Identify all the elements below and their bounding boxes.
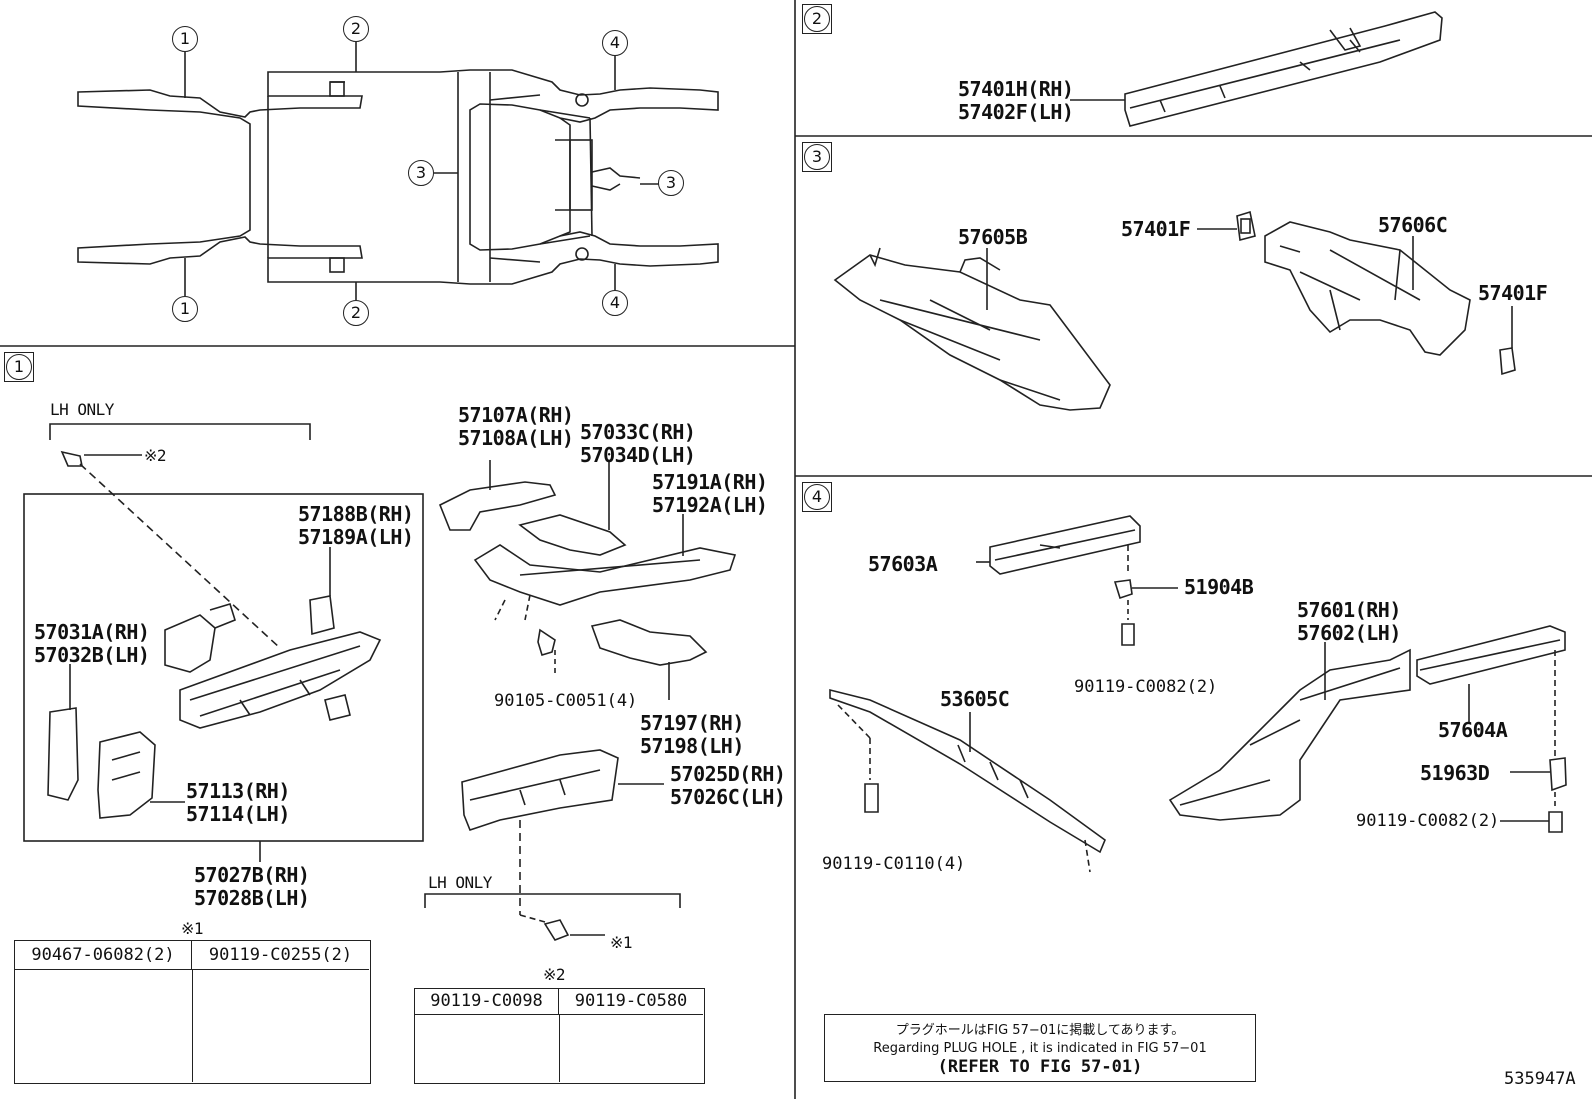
label-57028B-lh: 57028B(LH) [194,886,310,910]
label-57113-rh: 57113(RH) [186,779,290,803]
label-57025D-rh: 57025D(RH) [670,762,786,786]
note-line-refer: (REFER TO FIG 57-01) [937,1057,1143,1077]
label-57401H-rh: 57401H(RH) [958,77,1074,101]
label-57605B: 57605B [958,225,1028,249]
label-90119-C0082-b: 90119-C0082(2) [1356,811,1500,831]
label-lh-only-top: LH ONLY [50,400,114,419]
table1-mark: ※1 [181,919,204,938]
label-57402F-lh: 57402F(LH) [958,100,1074,124]
label-90105-C0051: 90105-C0051(4) [494,691,638,711]
overview-callout-1-bottom: 1 [172,296,198,322]
label-ref1-bolt: ※1 [610,933,633,952]
table2-col2-header: 90119-C0580 [559,989,703,1015]
label-57108A-lh: 57108A(LH) [458,426,574,450]
rail-57401H [1070,11,1443,127]
label-57031A-rh: 57031A(RH) [34,620,150,644]
label-57027B-rh: 57027B(RH) [194,863,310,887]
label-57033C-rh: 57033C(RH) [580,420,696,444]
label-57114-lh: 57114(LH) [186,802,290,826]
plug-hole-note: プラグホールはFIG 57−01に掲載してあります。 Regarding PLU… [824,1014,1256,1082]
fastener-table-1: 90467-06082(2) 90119-C0255(2) [14,940,371,1084]
overview-callout-3-right: 3 [658,170,684,196]
label-57107A-rh: 57107A(RH) [458,403,574,427]
part-53605C [829,688,1106,873]
label-53605C: 53605C [940,687,1010,711]
part-57601 [1168,642,1411,821]
lh-only-bracket-bottom [424,893,681,908]
section-1-marker: 1 [4,352,34,382]
label-57191A-rh: 57191A(RH) [652,470,768,494]
part-57191A [473,514,737,675]
overview-callout-1-top: 1 [172,26,198,52]
part-57033C [518,462,627,556]
part-57188B [309,547,335,636]
section1-group-box [23,423,424,842]
part-57031A [69,603,382,729]
label-57401F-b: 57401F [1478,281,1548,305]
label-57034D-lh: 57034D(LH) [580,443,696,467]
note-line-english: Regarding PLUG HOLE , it is indicated in… [873,1041,1207,1056]
label-57192A-lh: 57192A(LH) [652,493,768,517]
part-57603A [976,515,1141,575]
part-57025D [461,749,664,941]
label-57401F-a: 57401F [1121,217,1191,241]
overview-callout-2-top: 2 [343,16,369,42]
overview-callout-4-bottom: 4 [602,290,628,316]
section-4-marker: 4 [802,482,832,512]
label-57197-rh: 57197(RH) [640,711,744,735]
fastener-table-2: 90119-C0098 90119-C0580 [414,988,705,1084]
table1-col2-header: 90119-C0255(2) [192,941,369,970]
label-57604A: 57604A [1438,718,1508,742]
table1-divider [192,970,193,1082]
table1-col1-header: 90467-06082(2) [15,941,192,970]
part-57401F-a [1197,210,1256,242]
part-51963D [1500,757,1567,833]
label-51963D: 51963D [1420,761,1490,785]
label-57032B-lh: 57032B(LH) [34,643,150,667]
part-57606C [1264,221,1471,356]
part-57113 [47,707,185,819]
label-57189A-lh: 57189A(LH) [298,525,414,549]
label-ref2-top: ※2 [144,446,167,465]
label-57026C-lh: 57026C(LH) [670,785,786,809]
table2-mark: ※2 [543,965,566,984]
label-lh-only-bottom: LH ONLY [428,873,492,892]
note-line-japanese: プラグホールはFIG 57−01に掲載してあります。 [895,1023,1185,1038]
part-57401F-b [1499,306,1516,376]
part-57605B [833,247,1111,411]
label-51904B: 51904B [1184,575,1254,599]
part-51904B [1113,579,1178,646]
part-57604A [1416,625,1566,760]
label-57601-rh: 57601(RH) [1297,598,1401,622]
overview-callout-4-top: 4 [602,30,628,56]
part-57107A [438,460,557,531]
frame-overview [77,42,719,300]
label-57198-lh: 57198(LH) [640,734,744,758]
label-90119-C0082-a: 90119-C0082(2) [1074,677,1218,697]
label-57602-lh: 57602(LH) [1297,621,1401,645]
figure-id: 535947A [1504,1069,1576,1089]
overview-callout-3-left: 3 [408,160,434,186]
label-90119-C0110: 90119-C0110(4) [822,854,966,874]
section-2-marker: 2 [802,4,832,34]
table2-col1-header: 90119-C0098 [415,989,559,1015]
section-3-marker: 3 [802,142,832,172]
table2-divider [559,1015,560,1082]
label-57606C: 57606C [1378,213,1448,237]
overview-callout-2-bottom: 2 [343,300,369,326]
label-57188B-rh: 57188B(RH) [298,502,414,526]
label-57603A: 57603A [868,552,938,576]
part-57197 [590,619,708,700]
